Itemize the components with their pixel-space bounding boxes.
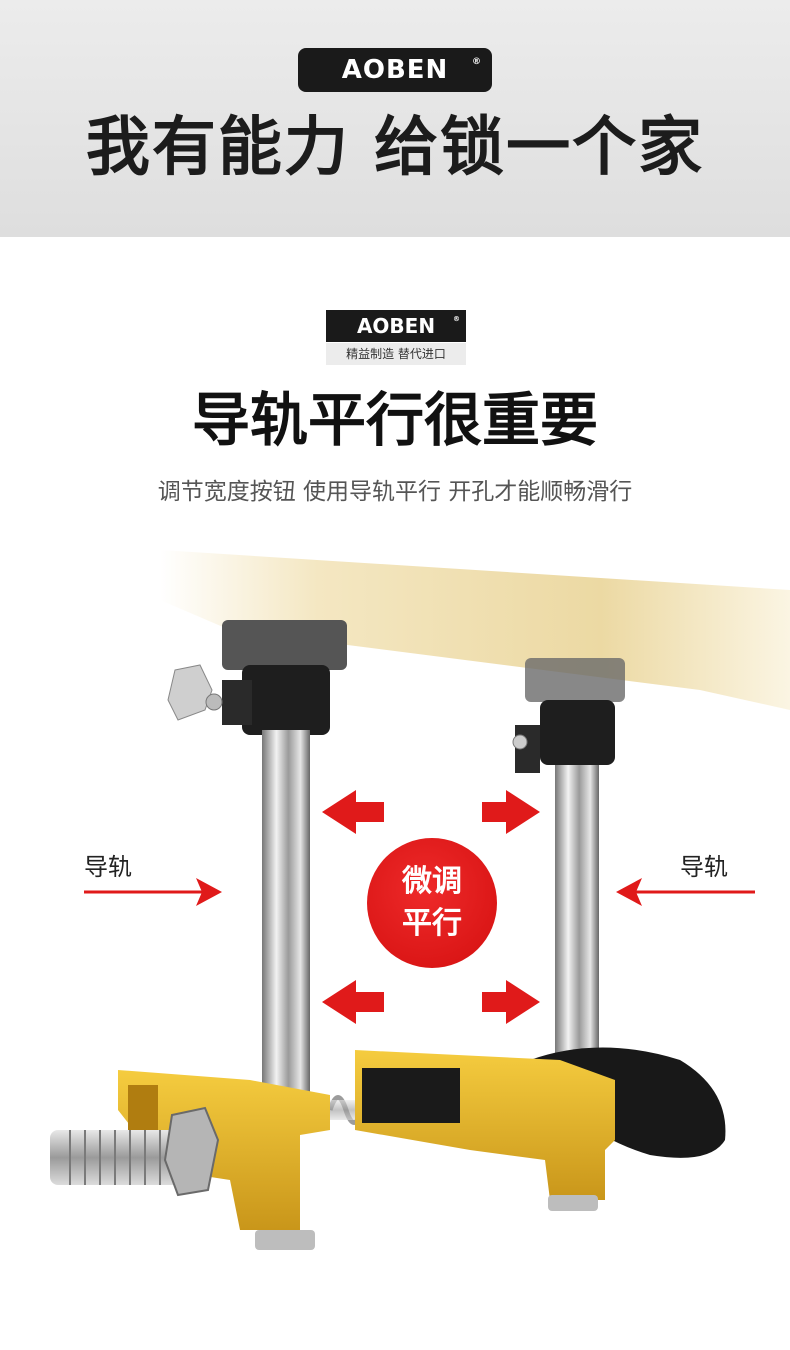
badge-line-1: 微调 — [402, 864, 462, 899]
brand-logo: AOBEN ® — [298, 48, 492, 92]
left-rail-rod — [262, 730, 310, 1110]
left-mount — [167, 620, 347, 735]
top-banner: AOBEN ® 我有能力 给锁一个家 — [0, 0, 790, 237]
badge-line-2: 平行 — [402, 906, 462, 941]
banner-headline: 我有能力 给锁一个家 — [85, 111, 705, 185]
adjust-bolt — [50, 1106, 220, 1197]
wood-board — [160, 550, 790, 710]
section-brand-logo: AOBEN ® — [326, 310, 466, 342]
pointer-arrow-left-icon — [84, 878, 222, 906]
section-title: 导轨平行很重要 — [191, 386, 598, 454]
arrow-right-upper-icon — [482, 790, 540, 834]
right-rail-rod — [555, 765, 599, 1095]
section-subtitle: 调节宽度按钮 使用导轨平行 开孔才能顺畅滑行 — [157, 479, 633, 505]
right-gold-clamp — [355, 1050, 615, 1211]
product-illustration — [50, 550, 790, 1250]
rail-label-left: 导轨 — [84, 853, 132, 881]
registered-mark-icon: ® — [472, 57, 482, 67]
arrow-left-upper-icon — [322, 790, 384, 834]
rail-label-right: 导轨 — [680, 853, 728, 881]
section-brand-name: AOBEN — [356, 314, 436, 338]
fine-tune-badge: 微调 平行 — [367, 838, 497, 968]
pointer-arrow-right-icon — [616, 878, 755, 906]
brand-name: AOBEN — [341, 55, 449, 85]
arrow-left-lower-icon — [322, 980, 384, 1024]
arrow-right-lower-icon — [482, 980, 540, 1024]
registered-mark-icon: ® — [453, 315, 460, 323]
brand-tagline: 精益制造 替代进口 — [326, 343, 466, 365]
right-mount — [512, 658, 625, 773]
